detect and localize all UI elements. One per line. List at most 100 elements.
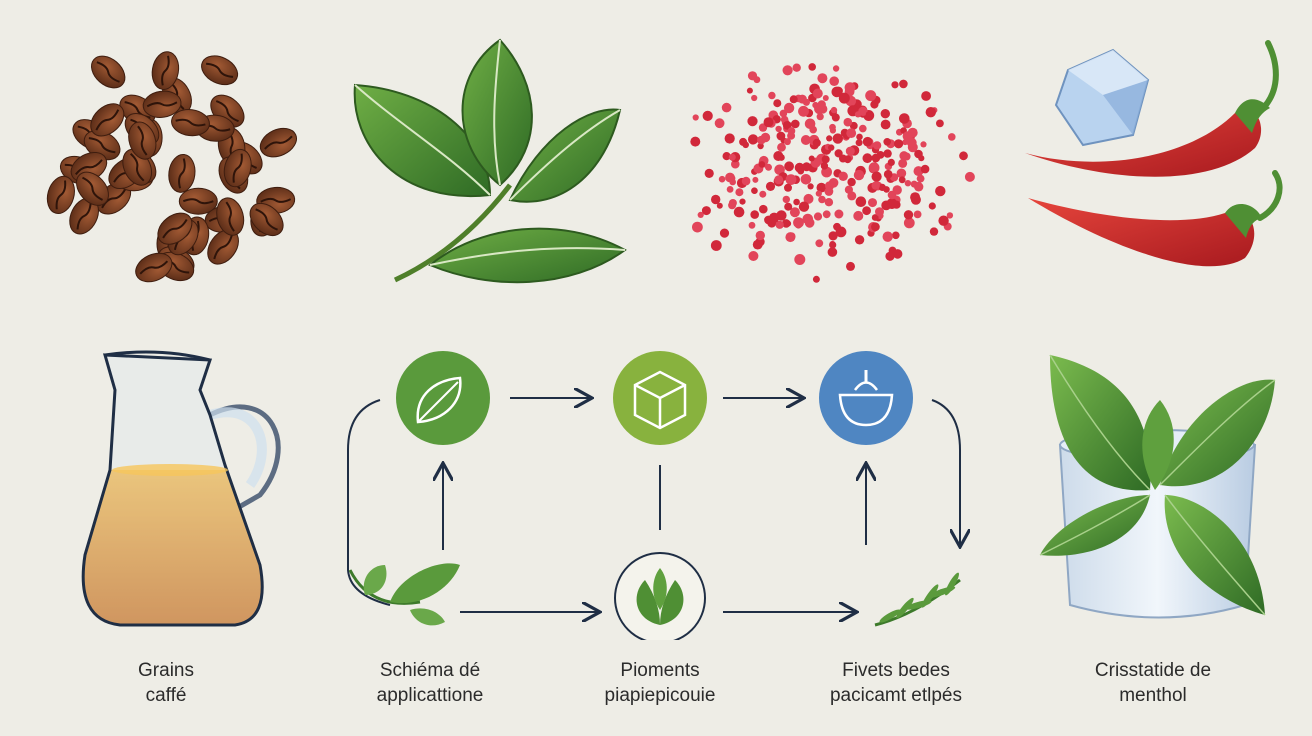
peppercorn [843, 155, 852, 164]
peppercorn [729, 178, 736, 186]
peppercorn [821, 155, 830, 164]
peppercorn [843, 117, 853, 127]
peppercorn [757, 135, 766, 145]
peppercorn [742, 141, 749, 149]
peppercorn [853, 169, 865, 181]
caption-coffee: Grains caffé [66, 658, 266, 708]
peppercorn [816, 182, 827, 193]
peppercorn [894, 139, 904, 149]
leaf-circle-icon [396, 351, 490, 445]
peppercorn [818, 195, 826, 204]
peppercorn [692, 221, 703, 233]
peppercorn [886, 198, 898, 210]
peppercorn [741, 176, 751, 186]
peppercorn [783, 102, 795, 114]
peppercorn [838, 92, 850, 104]
process-flow-diagram [347, 351, 990, 640]
peppercorn [769, 212, 780, 223]
peppercorn [887, 190, 897, 200]
peppercorn [731, 159, 740, 169]
peppercorn [788, 232, 796, 240]
peppercorn [746, 87, 753, 94]
peppercorn [789, 95, 798, 104]
peppercorn [817, 73, 828, 84]
peppercorn [794, 162, 805, 173]
peppercorn [735, 188, 744, 197]
peppercorn [899, 113, 910, 124]
coffee-bean [76, 171, 109, 206]
coffee-bean [223, 148, 252, 188]
peppercorn [875, 207, 884, 217]
peppercorn [785, 174, 797, 185]
peppercorn [812, 138, 821, 147]
peppercorn [856, 133, 863, 141]
peppercorn [753, 76, 761, 84]
mortar-circle-icon [819, 351, 913, 445]
mint-circle-icon [614, 552, 706, 640]
peppercorn [855, 196, 867, 207]
peppercorn [728, 201, 737, 210]
peppercorn [784, 161, 794, 172]
peppercorn [714, 118, 725, 129]
caption-fivets-line2: pacicamt etlpés [829, 685, 962, 706]
peppercorn [751, 94, 758, 102]
peppercorn [832, 65, 840, 72]
peppercorn [784, 183, 792, 192]
peppercorn [820, 162, 829, 170]
peppercorn [868, 162, 880, 174]
peppercorn [748, 134, 759, 145]
peppercorn [898, 176, 906, 184]
mint-glass-icon [1039, 354, 1276, 619]
peppercorn [812, 275, 820, 283]
peppercorn [898, 158, 908, 168]
peppercorn [800, 135, 811, 145]
arrow-down-right [931, 399, 960, 545]
peppercorn [748, 221, 756, 229]
peppercorn [828, 144, 835, 151]
peppercorn [929, 227, 939, 236]
peppercorn [782, 65, 793, 76]
peppercorn [883, 149, 892, 158]
caption-pioments-line1: Pioments [620, 660, 700, 681]
peppercorn [793, 217, 804, 229]
peppercorn [928, 202, 936, 210]
peppercorn [830, 106, 838, 114]
peppercorn [822, 210, 831, 219]
peppercorn [904, 180, 912, 187]
peppercorn [913, 210, 922, 219]
peppercorn [868, 198, 877, 208]
peppercorn [826, 135, 833, 142]
peppercorn [964, 171, 975, 182]
coffee-bean [128, 121, 157, 160]
peppercorn [845, 146, 855, 156]
coffee-bean [249, 202, 284, 237]
peppercorn [739, 198, 746, 205]
peppercorn [789, 207, 800, 218]
peppercorn [829, 76, 839, 86]
caption-pioments-line2: piapiepicouie [604, 685, 716, 706]
peppercorn [815, 190, 822, 197]
peppercorn [724, 133, 735, 144]
peppercorn [791, 119, 800, 129]
pink-peppercorns-icon [690, 63, 975, 283]
coffee-bean [216, 197, 245, 236]
peppercorn [728, 153, 736, 161]
peppercorn [865, 90, 877, 102]
peppercorn [832, 133, 843, 144]
peppercorn [710, 240, 722, 251]
caption-coffee-line2: caffé [145, 685, 187, 706]
peppercorn [816, 113, 824, 121]
coffee-bean [171, 108, 210, 137]
peppercorn [914, 149, 923, 159]
peppercorn [702, 110, 713, 121]
herb-sprig-icon [348, 563, 460, 626]
peppercorn [921, 91, 931, 101]
peppercorn [903, 217, 915, 229]
peppercorn [872, 141, 882, 150]
peppercorn [704, 168, 714, 178]
peppercorn [752, 176, 759, 183]
coffee-bean [157, 212, 193, 245]
caption-menthol-line1: Crisstatide de [1094, 660, 1212, 681]
ice-cube-icon [1054, 48, 1150, 147]
peppercorn [747, 116, 758, 127]
